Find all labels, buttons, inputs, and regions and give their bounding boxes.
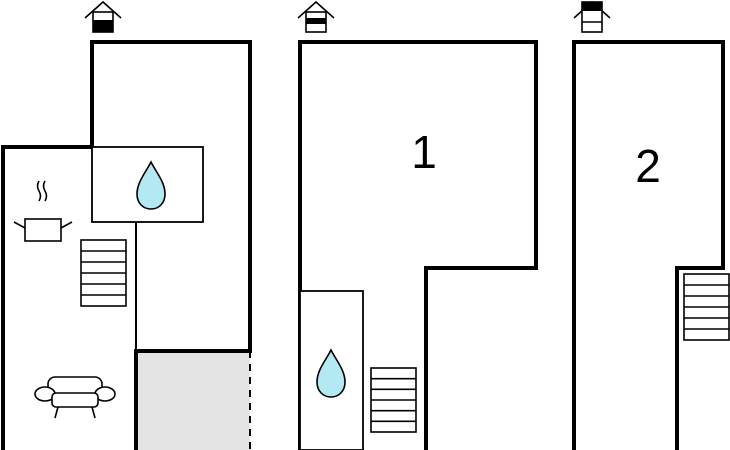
level-label: 2 [635, 140, 661, 192]
stairs-icon [683, 273, 730, 341]
terrace-area [136, 351, 250, 450]
floor-ground [1, 0, 252, 450]
house-level-icon [84, 0, 122, 33]
house-level-icon [297, 0, 335, 33]
floor-2: 2 [572, 0, 730, 450]
floor-1: 1 [297, 0, 538, 450]
cooking-pot-icon [13, 180, 73, 242]
water-drop-icon [316, 348, 346, 398]
sofa-icon [34, 376, 116, 419]
level-label: 1 [411, 126, 437, 178]
outer-wall [298, 40, 538, 450]
outer-wall [1, 40, 252, 450]
stairs-icon [370, 367, 417, 433]
house-level-icon [573, 0, 611, 33]
water-drop-icon [136, 160, 166, 210]
stairs-icon [80, 239, 127, 307]
outer-wall [572, 40, 725, 450]
